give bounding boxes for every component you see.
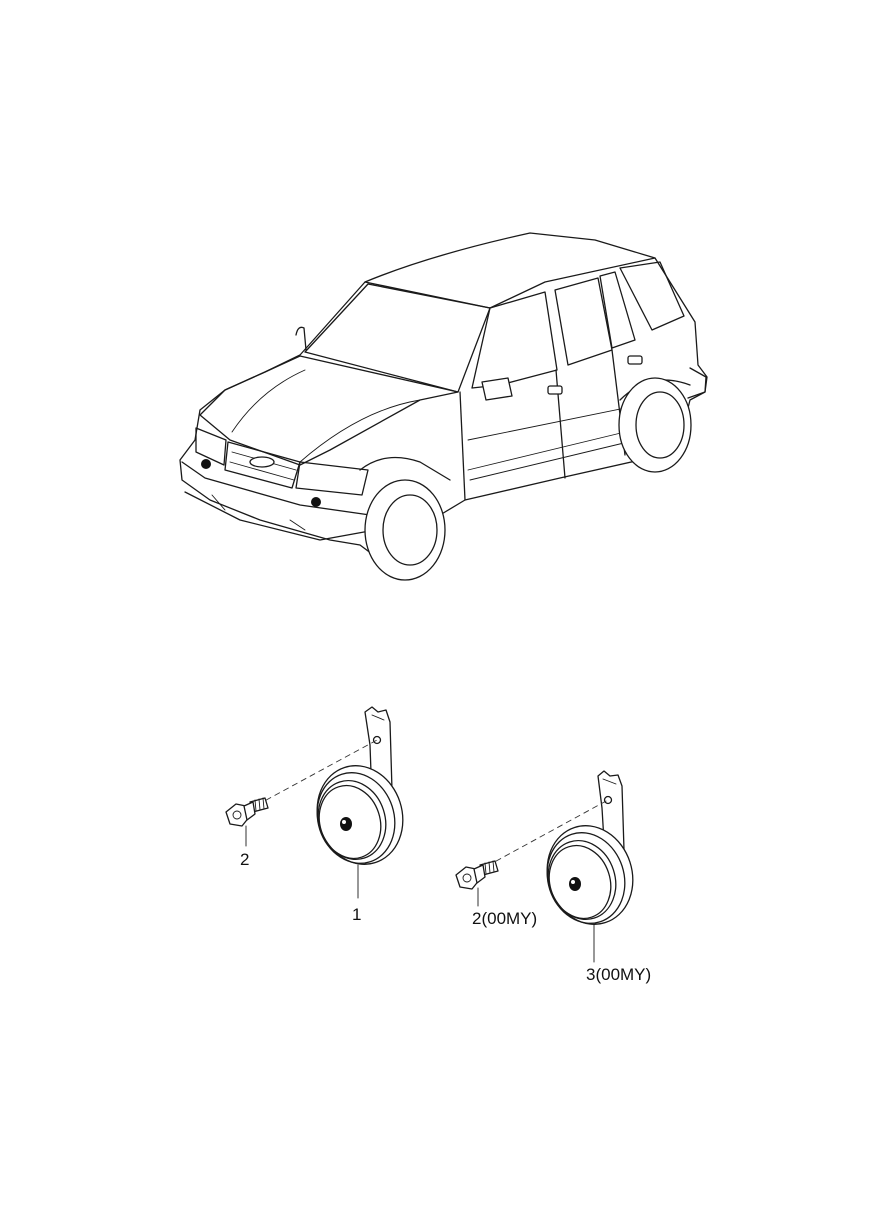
callout-3-00my: 3(00MY) bbox=[586, 965, 651, 984]
rear-quarter-window bbox=[619, 261, 685, 331]
front-wheel bbox=[359, 456, 451, 581]
fog-lamp-right bbox=[311, 497, 321, 507]
horn-assembly-1: 2 1 bbox=[225, 706, 404, 924]
front-grille bbox=[224, 441, 301, 489]
headlight-right bbox=[295, 461, 369, 496]
bolt-2-00my bbox=[455, 860, 499, 890]
callout-2: 2 bbox=[240, 850, 249, 869]
headlight-left bbox=[195, 427, 227, 466]
horn-1 bbox=[316, 765, 404, 865]
front-door-window bbox=[471, 291, 558, 389]
horn-assembly-3: 2(00MY) 3(00MY) bbox=[455, 770, 651, 984]
side-mirror bbox=[481, 377, 513, 401]
callout-2-00my: 2(00MY) bbox=[472, 909, 537, 928]
rear-wheel bbox=[618, 377, 692, 473]
suv-illustration bbox=[179, 232, 708, 581]
suv-body bbox=[179, 232, 708, 561]
fog-lamp-left bbox=[201, 459, 211, 469]
callout-1: 1 bbox=[352, 905, 361, 924]
bolt-2 bbox=[225, 797, 269, 827]
horn-3 bbox=[546, 825, 634, 925]
